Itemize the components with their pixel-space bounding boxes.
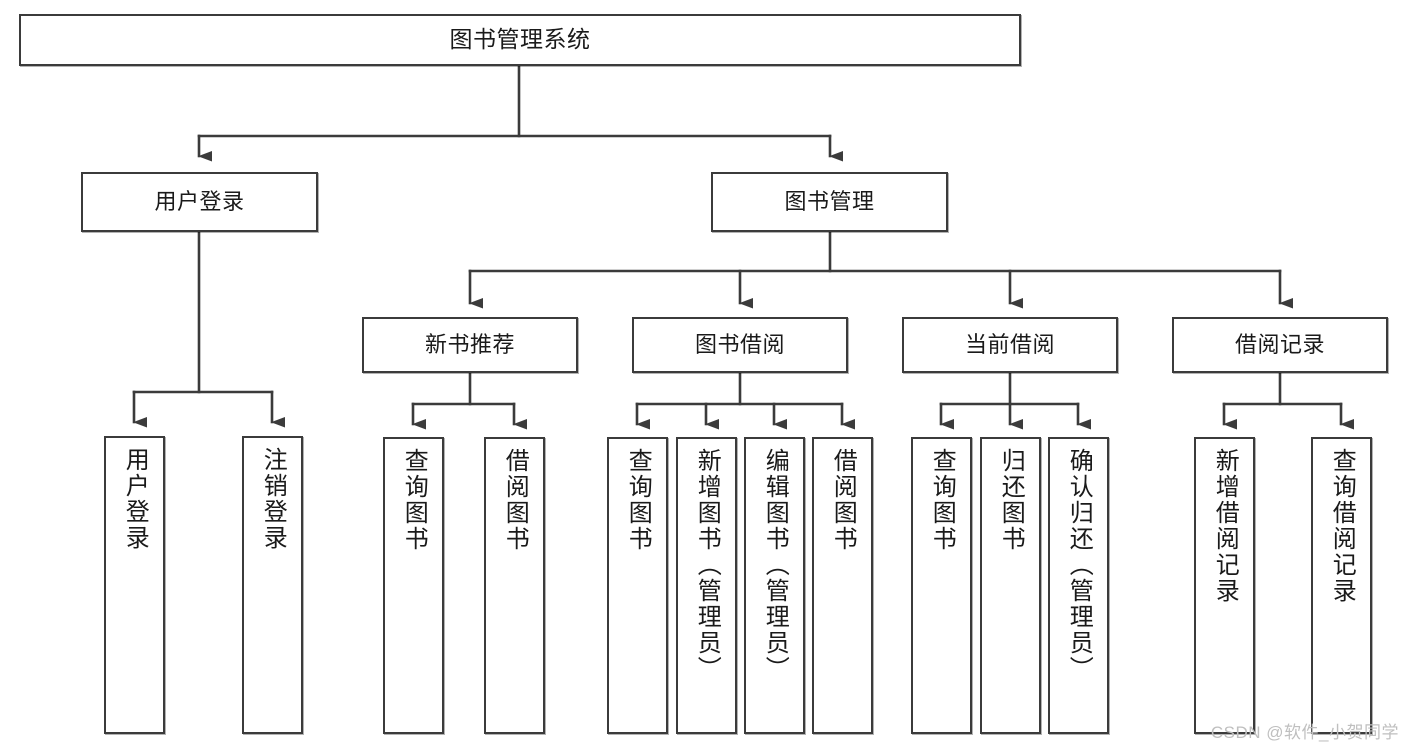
node-leaf-return-book[interactable]: 归还图书 xyxy=(980,437,1041,734)
node-leaf-borrow-book-2[interactable]: 借阅图书 xyxy=(812,437,873,734)
node-new-book-rec[interactable]: 新书推荐 xyxy=(362,317,578,373)
node-book-borrow-label: 图书借阅 xyxy=(694,331,785,357)
node-user-login-label: 用户登录 xyxy=(154,188,245,214)
node-leaf-borrow-book-1[interactable]: 借阅图书 xyxy=(484,437,545,734)
node-leaf-return-book-label: 归还图书 xyxy=(997,448,1025,552)
node-leaf-query-book-3-label: 查询图书 xyxy=(928,448,956,552)
node-book-borrow[interactable]: 图书借阅 xyxy=(632,317,848,373)
node-leaf-query-book-3[interactable]: 查询图书 xyxy=(911,437,972,734)
node-new-book-rec-label: 新书推荐 xyxy=(424,331,515,357)
node-leaf-query-record-label: 查询借阅记录 xyxy=(1328,448,1356,604)
node-leaf-query-book-2[interactable]: 查询图书 xyxy=(607,437,668,734)
node-leaf-add-book-label: 新增图书（管理员） xyxy=(693,448,721,682)
node-leaf-user-logout[interactable]: 注销登录 xyxy=(242,436,303,734)
node-book-manage-label: 图书管理 xyxy=(784,188,875,214)
node-leaf-query-record[interactable]: 查询借阅记录 xyxy=(1311,437,1372,734)
node-leaf-edit-book-label: 编辑图书（管理员） xyxy=(761,448,789,682)
node-leaf-add-record-label: 新增借阅记录 xyxy=(1211,448,1239,604)
node-leaf-user-login-label: 用户登录 xyxy=(121,447,149,551)
node-borrow-record[interactable]: 借阅记录 xyxy=(1172,317,1388,373)
node-leaf-add-record[interactable]: 新增借阅记录 xyxy=(1194,437,1255,734)
node-leaf-borrow-book-2-label: 借阅图书 xyxy=(829,448,857,552)
node-leaf-query-book-1-label: 查询图书 xyxy=(400,448,428,552)
node-book-manage[interactable]: 图书管理 xyxy=(711,172,948,232)
node-leaf-confirm-return[interactable]: 确认归还（管理员） xyxy=(1048,437,1109,734)
node-leaf-user-login[interactable]: 用户登录 xyxy=(104,436,165,734)
node-borrow-record-label: 借阅记录 xyxy=(1234,331,1325,357)
node-user-login[interactable]: 用户登录 xyxy=(81,172,318,232)
node-root[interactable]: 图书管理系统 xyxy=(19,14,1021,66)
node-leaf-user-logout-label: 注销登录 xyxy=(259,447,287,551)
node-leaf-borrow-book-1-label: 借阅图书 xyxy=(501,448,529,552)
node-current-borrow-label: 当前借阅 xyxy=(964,331,1055,357)
node-leaf-confirm-return-label: 确认归还（管理员） xyxy=(1065,448,1093,682)
node-root-label: 图书管理系统 xyxy=(449,26,591,53)
node-current-borrow[interactable]: 当前借阅 xyxy=(902,317,1118,373)
node-leaf-add-book[interactable]: 新增图书（管理员） xyxy=(676,437,737,734)
node-leaf-query-book-2-label: 查询图书 xyxy=(624,448,652,552)
node-leaf-edit-book[interactable]: 编辑图书（管理员） xyxy=(744,437,805,734)
node-leaf-query-book-1[interactable]: 查询图书 xyxy=(383,437,444,734)
